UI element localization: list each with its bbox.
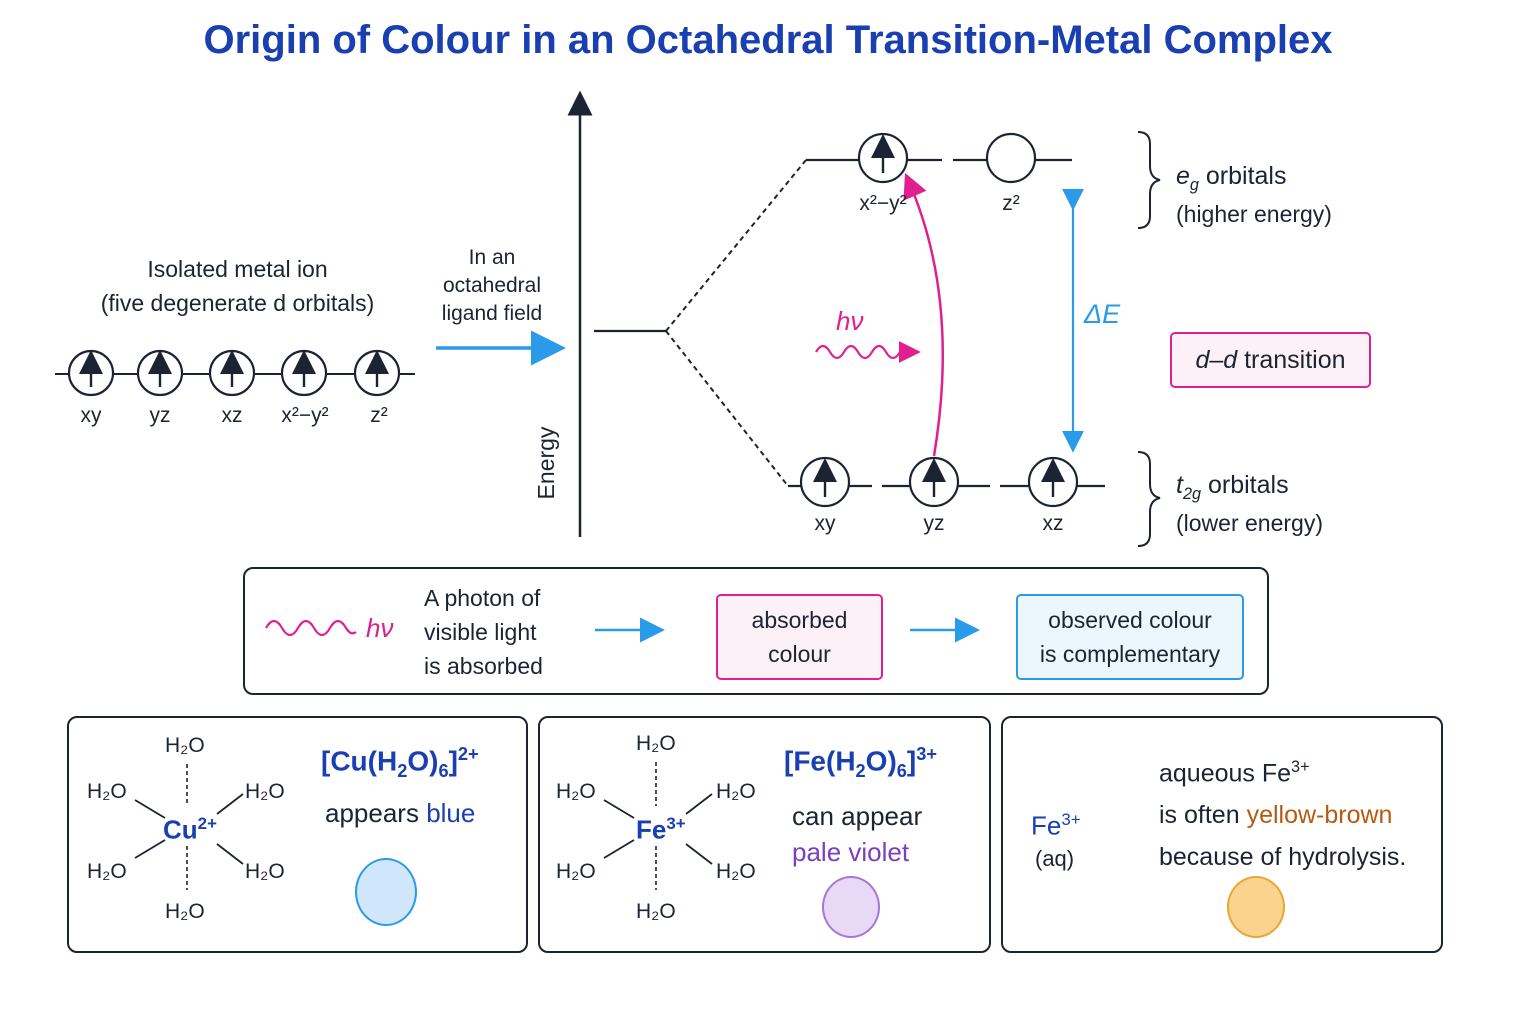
orbital-circle-left-5 — [353, 349, 401, 397]
ligand-bottom: H₂O — [165, 900, 205, 923]
t2g-level — [788, 456, 1105, 508]
orbital-circle-left-4 — [280, 349, 328, 397]
fe-complex-panel: H₂O H₂O H₂O H₂O H₂O H₂O Fe3+ [Fe(H2O)6]3… — [538, 716, 991, 953]
ligand-upper-left: H₂O — [87, 780, 127, 803]
ligand-upper-left: H₂O — [556, 780, 596, 803]
fe-structure — [603, 762, 713, 890]
orbital-circle-eg-2 — [985, 132, 1037, 184]
cu-formula: [Cu(H2O)6]2+ — [321, 744, 479, 781]
cu-colour-text: appears blue — [325, 798, 476, 828]
cu-complex-panel: H₂O H₂O H₂O H₂O H₂O H₂O Cu2+ [Cu(H2O)6]2… — [67, 716, 528, 953]
ligand-top: H₂O — [165, 734, 205, 757]
energy-axis-label: Energy — [533, 426, 559, 500]
dd-transition-box: d–d transition — [1170, 332, 1371, 388]
orbital-circle-left-3 — [208, 349, 256, 397]
degenerate-orbitals — [55, 349, 415, 397]
aq-state: (aq) — [1035, 846, 1075, 871]
cu-colour-swatch — [355, 858, 417, 926]
process-hv-label: hν — [366, 613, 394, 643]
orbital-label-xy: xy — [80, 404, 102, 427]
isolated-ion-subheading: (five degenerate d orbitals) — [100, 290, 375, 316]
aqueous-fe-panel: Fe3+ (aq) aqueous Fe3+ is often yellow-b… — [1001, 716, 1443, 953]
process-photon-wave — [265, 619, 357, 637]
orbital-circle-t2g-1 — [799, 456, 851, 508]
aq-fe-description: aqueous Fe3+ is often yellow-brown becau… — [1159, 758, 1407, 872]
isolated-ion-heading: Isolated metal ion — [147, 256, 328, 282]
orbital-label-t2g-xz: xz — [1042, 512, 1064, 535]
ligand-lower-right: H₂O — [245, 860, 285, 883]
delta-e-label: ΔE — [1084, 299, 1121, 329]
orbital-label-eg-z2: z² — [1002, 192, 1020, 215]
t2g-name: t2g orbitals — [1176, 471, 1289, 503]
orbital-label-z2: z² — [370, 404, 388, 427]
orbital-circle-t2g-3 — [1027, 456, 1079, 508]
fe-colour-swatch — [822, 876, 880, 938]
process-box — [243, 567, 1269, 695]
excitation-arrow — [903, 172, 945, 457]
orbital-circle-left-1 — [67, 349, 115, 397]
aq-fe-ion: Fe3+ — [1031, 810, 1081, 841]
aq-colour-swatch — [1227, 876, 1285, 938]
ligand-lower-right: H₂O — [716, 860, 756, 883]
orbital-label-yz: yz — [149, 404, 171, 427]
orbital-label-x2y2: x²−y² — [281, 404, 329, 427]
cu-ion: Cu2+ — [163, 814, 217, 845]
split-line-up — [665, 159, 807, 332]
fe-ion: Fe3+ — [636, 814, 686, 845]
split-line-down — [665, 330, 789, 487]
eg-name: eg orbitals — [1176, 162, 1287, 194]
ligand-lower-left: H₂O — [556, 860, 596, 883]
orbital-label-eg-x2y2: x²−y² — [859, 192, 907, 215]
orbital-circle-eg-1 — [857, 132, 909, 184]
eg-level — [806, 132, 1072, 184]
orbital-label-t2g-xy: xy — [814, 512, 836, 535]
eg-brace — [1137, 131, 1161, 229]
photon-wave — [815, 341, 921, 363]
orbital-label-xz: xz — [221, 404, 243, 427]
ligand-lower-left: H₂O — [87, 860, 127, 883]
dd-transition-label: d–d transition — [1195, 346, 1346, 374]
fe-formula: [Fe(H2O)6]3+ — [784, 744, 937, 781]
t2g-desc: (lower energy) — [1176, 510, 1323, 536]
eg-desc: (higher energy) — [1176, 201, 1332, 227]
orbital-circle-t2g-2 — [908, 456, 960, 508]
cu-structure — [134, 764, 244, 890]
orbital-label-t2g-yz: yz — [923, 512, 945, 535]
ligand-upper-right: H₂O — [716, 780, 756, 803]
t2g-brace — [1137, 451, 1161, 547]
ligand-bottom: H₂O — [636, 900, 676, 923]
page-title: Origin of Colour in an Octahedral Transi… — [203, 18, 1333, 62]
hv-label: hν — [836, 306, 864, 336]
orbital-circle-left-2 — [136, 349, 184, 397]
ligand-top: H₂O — [636, 732, 676, 755]
ligand-upper-right: H₂O — [245, 780, 285, 803]
